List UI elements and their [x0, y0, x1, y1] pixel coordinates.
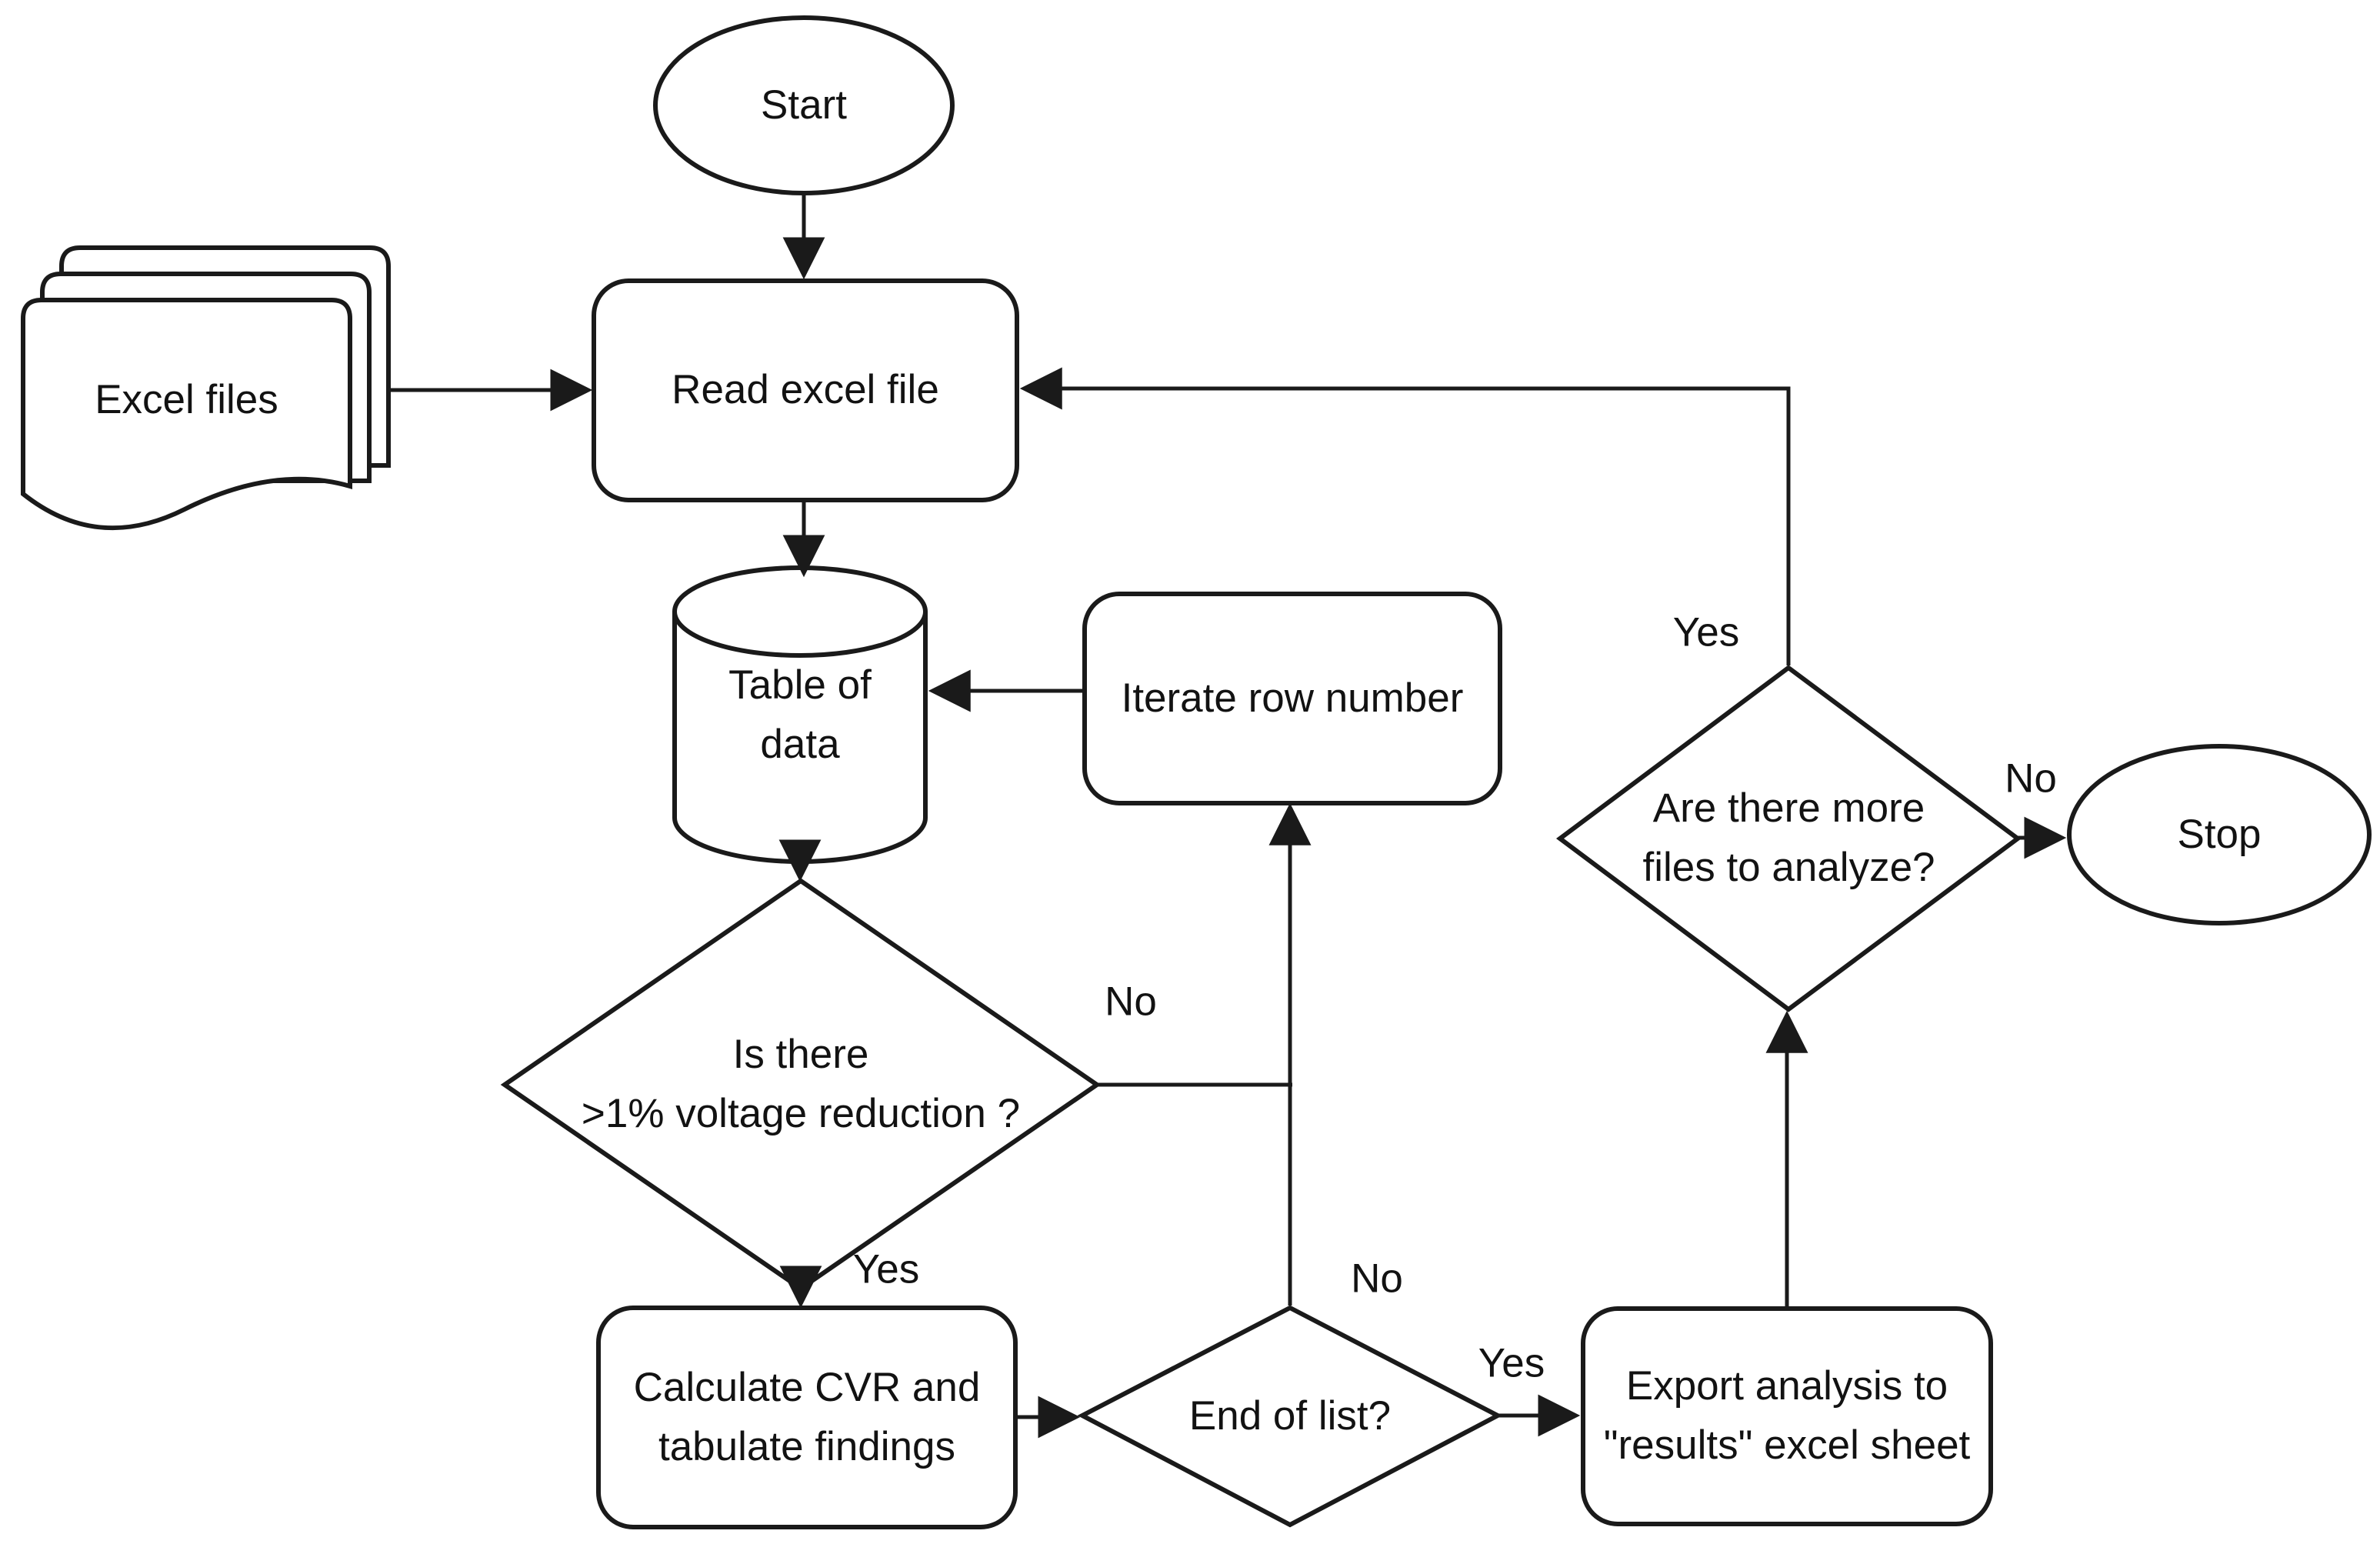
more-files-diamond — [1555, 665, 2022, 1012]
calculate-cvr-shape — [596, 1306, 1018, 1529]
iterate-row-shape — [1082, 592, 1502, 805]
end-of-list-diamond — [1077, 1305, 1503, 1528]
edge-morefiles-yes-to-read — [1019, 367, 1791, 665]
excel-files-shape — [21, 245, 391, 531]
table-of-data-cylinder — [672, 565, 928, 864]
stop-terminator-shape — [2067, 744, 2372, 925]
read-excel-shape — [592, 278, 1019, 502]
start-terminator-shape — [653, 15, 955, 195]
voltage-check-diamond — [500, 878, 1102, 1292]
export-analysis-shape — [1581, 1306, 1993, 1526]
